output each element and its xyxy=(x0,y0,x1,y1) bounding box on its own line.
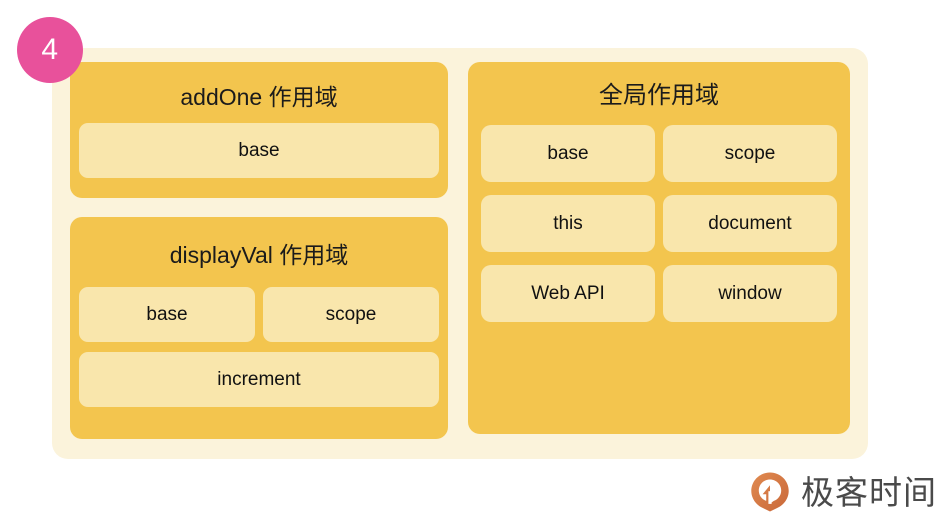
chip-row: Web API window xyxy=(481,265,837,322)
scope-title-global: 全局作用域 xyxy=(599,82,719,109)
scope-chip-base: base xyxy=(481,125,655,182)
scope-chip-scope: scope xyxy=(263,287,439,342)
scope-chip-document: document xyxy=(663,195,837,252)
chip-row: base xyxy=(79,123,439,178)
scope-chip-scope: scope xyxy=(663,125,837,182)
scope-title-addone: addOne 作用域 xyxy=(180,84,338,110)
chip-row: base scope xyxy=(481,125,837,182)
chip-row: increment xyxy=(79,352,439,407)
scope-chip-rows-addone: base xyxy=(70,123,448,178)
scope-chip-this: this xyxy=(481,195,655,252)
scope-chip-rows-global: base scope this document Web API window xyxy=(468,125,850,322)
brand-name-label: 极客时间 xyxy=(801,473,937,511)
scope-chip-increment: increment xyxy=(79,352,439,407)
scope-box-global: 全局作用域 base scope this document Web API w… xyxy=(468,62,850,434)
scope-chip-base: base xyxy=(79,123,439,178)
chip-row: base scope xyxy=(79,287,439,342)
scope-chip-web-api: Web API xyxy=(481,265,655,322)
geektime-droplet-logo-icon xyxy=(751,472,789,512)
step-number-badge: 4 xyxy=(17,17,83,83)
scope-box-displayval: displayVal 作用域 base scope increment xyxy=(70,217,448,439)
scope-title-displayval: displayVal 作用域 xyxy=(169,242,349,268)
scope-chip-base: base xyxy=(79,287,255,342)
brand-logo: 极客时间 xyxy=(748,470,937,514)
scope-chip-window: window xyxy=(663,265,837,322)
scope-chip-rows-displayval: base scope increment xyxy=(70,287,448,407)
scope-box-addone: addOne 作用域 base xyxy=(70,62,448,198)
chip-row: this document xyxy=(481,195,837,252)
step-number-label: 4 xyxy=(41,33,59,66)
